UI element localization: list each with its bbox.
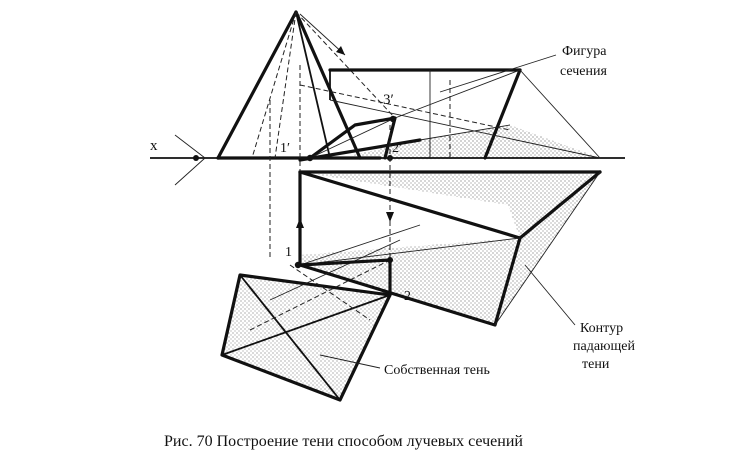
pyramid-ray-2 xyxy=(299,13,346,56)
leader-cast-shadow xyxy=(524,264,576,326)
section-figure-label-line1: Фигура xyxy=(562,44,607,59)
pyramid-frontal-right-edge xyxy=(294,10,362,160)
link-arrow-down xyxy=(386,212,394,222)
x-axis-marker xyxy=(193,155,199,161)
horizontal-shadow-right-2 xyxy=(494,171,601,326)
base-diagonal-2 xyxy=(221,294,391,356)
horizontal-shadow-blank-area xyxy=(300,172,520,255)
point-2prime-label: 2′ xyxy=(392,141,402,156)
base-ray-3 xyxy=(269,239,401,301)
point-2-dot xyxy=(387,257,393,263)
section-figure-chord xyxy=(309,117,396,159)
horizontal-shadow-outline xyxy=(298,170,522,327)
horizontal-ray-1 xyxy=(299,237,521,266)
point-3prime-dot xyxy=(389,115,397,123)
axis-x-label: x xyxy=(150,138,158,154)
pyramid-hidden-edge-1 xyxy=(251,11,297,159)
cast-shadow-label-line2: падающей xyxy=(573,339,635,354)
horizontal-shadow-thick-diag xyxy=(298,170,522,240)
section-figure-label-line2: сечения xyxy=(560,64,607,79)
pyramid-ray-1 xyxy=(295,11,396,119)
box-right-edge xyxy=(483,68,522,160)
x-axis-arrow-upper xyxy=(174,134,206,159)
base-ray-2 xyxy=(249,259,391,331)
box-diagonal-cross xyxy=(329,99,601,159)
horizontal-ray-2 xyxy=(299,224,421,266)
pyramid-hidden-edge-2 xyxy=(274,11,297,159)
cast-shadow-frontal-shading xyxy=(300,125,600,160)
frontal-shadow-edge-2 xyxy=(419,124,511,141)
section-ray-b xyxy=(299,84,511,131)
point-1prime-label: 1′ xyxy=(280,141,290,156)
pyramid-frontal-left-edge xyxy=(216,10,298,160)
x-axis-arrow-lower xyxy=(174,157,206,186)
point-3prime-label: 3′ xyxy=(383,92,394,108)
base-ray-1 xyxy=(289,264,371,321)
point-2-label: 2 xyxy=(404,289,411,304)
base-diagonal-1 xyxy=(239,274,341,401)
leader-own-shadow xyxy=(319,354,381,369)
own-shadow-label: Собственная тень xyxy=(384,363,490,378)
box-diagonal-right xyxy=(519,69,601,159)
section-ray-a xyxy=(394,69,521,119)
frontal-shadow-edge xyxy=(298,138,422,162)
point-1-dot xyxy=(294,261,302,269)
figure-caption: Рис. 70 Построение тени способом лучевых… xyxy=(164,433,523,450)
point-1-label: 1 xyxy=(285,245,292,260)
leader-section-figure xyxy=(439,54,557,93)
ray-arrowhead xyxy=(336,46,345,55)
own-shadow-shading xyxy=(222,275,390,400)
cast-shadow-label-line1: Контур xyxy=(580,321,623,336)
cast-shadow-label-line3: тени xyxy=(582,357,610,372)
pyramid-frontal-inner-edge xyxy=(295,11,331,159)
horizontal-shadow-right xyxy=(518,170,602,240)
